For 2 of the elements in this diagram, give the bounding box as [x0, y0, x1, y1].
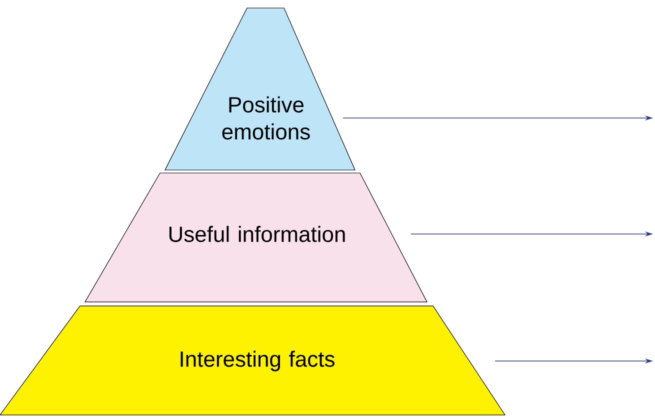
pyramid-level: Positive emotions	[164, 8, 356, 170]
pyramid-level: Interesting facts	[0, 306, 506, 416]
